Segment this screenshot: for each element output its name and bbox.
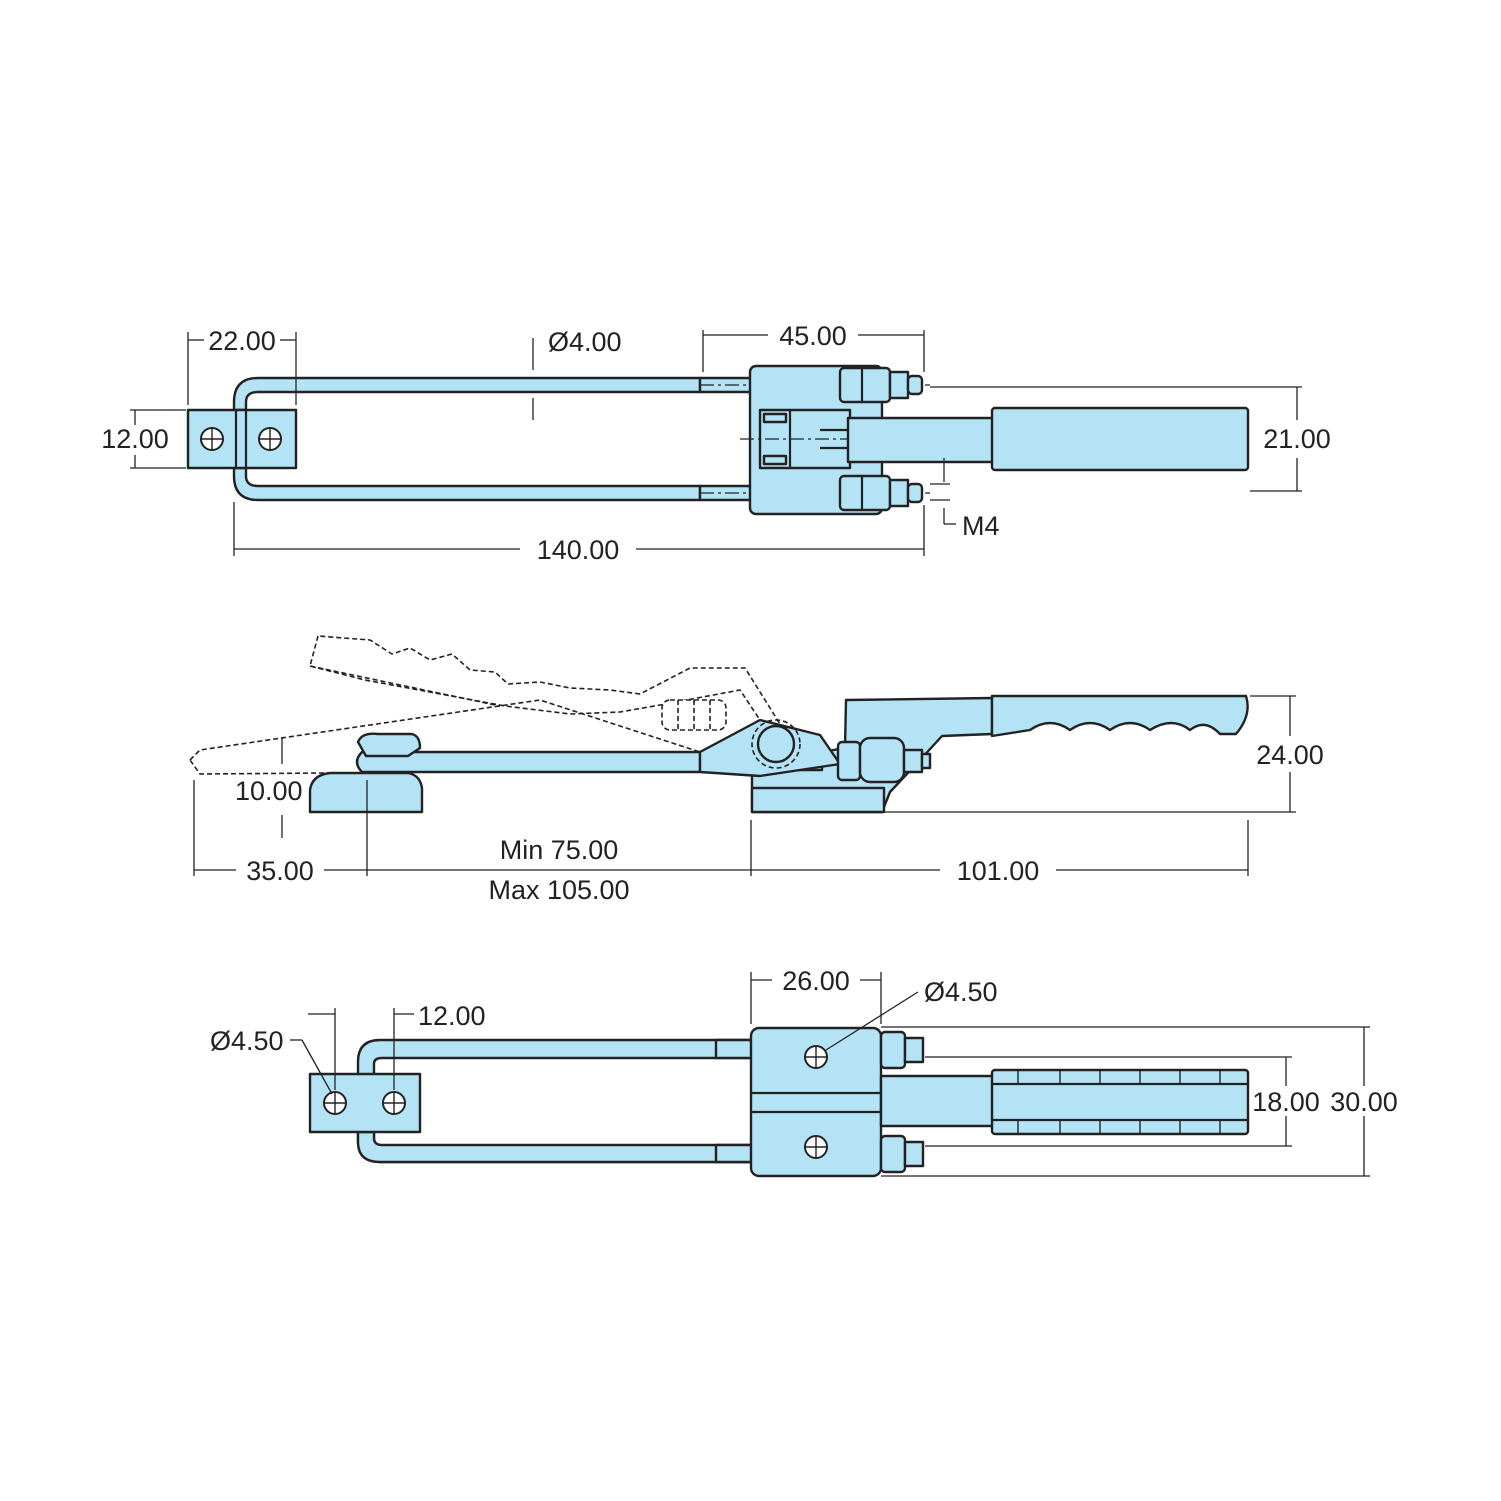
- side-nut: [836, 736, 932, 784]
- label-10: 10.00: [235, 776, 303, 806]
- screw-hole-icon: [804, 1045, 828, 1069]
- bottom-handle-arm: [879, 1074, 995, 1128]
- label-dia-4-50-left: Ø4.50: [210, 1026, 284, 1056]
- label-max-105: Max 105.00: [488, 875, 629, 905]
- label-rod-dia: Ø4.00: [548, 327, 622, 357]
- dim-24: 24.00: [884, 695, 1324, 813]
- screw-hole-icon: [804, 1135, 828, 1159]
- screw-hole-icon: [382, 1091, 406, 1115]
- label-45: 45.00: [779, 321, 847, 351]
- side-hook: [308, 771, 424, 814]
- top-view: 22.00 Ø4.00 45.00 12.00 21.00: [101, 321, 1331, 565]
- open-position-outline: [188, 635, 791, 775]
- screw-hole-icon: [200, 427, 224, 451]
- dim-45: 45.00: [702, 321, 925, 372]
- label-12-bottom: 12.00: [418, 1001, 486, 1031]
- screw-hole-icon: [258, 427, 282, 451]
- open-nut: [661, 699, 727, 731]
- dim-18: 18.00: [925, 1056, 1320, 1147]
- label-22: 22.00: [208, 326, 276, 356]
- u-rod-bottom: [232, 466, 702, 502]
- dim-10: 10.00: [235, 738, 303, 838]
- nut-bottom: [838, 474, 892, 512]
- dim-101: 101.00: [751, 820, 1249, 886]
- handle-arm: [846, 416, 995, 464]
- label-min-75: Min 75.00: [500, 835, 619, 865]
- dim-21: 21.00: [930, 386, 1331, 492]
- screw-hole-icon: [323, 1091, 347, 1115]
- label-140: 140.00: [537, 535, 620, 565]
- bottom-u-rod-top: [356, 1038, 754, 1077]
- dim-thread-m4: M4: [930, 458, 1000, 541]
- label-101: 101.00: [957, 856, 1040, 886]
- label-dia-4-50-right: Ø4.50: [924, 977, 998, 1007]
- label-18: 18.00: [1252, 1087, 1320, 1117]
- u-rod-top: [232, 376, 702, 412]
- handle-grip: [990, 406, 1250, 472]
- label-26: 26.00: [782, 966, 850, 996]
- side-handle-grip: [990, 694, 1249, 738]
- pivot-pin: [756, 724, 796, 764]
- label-24: 24.00: [1256, 740, 1324, 770]
- label-21: 21.00: [1263, 424, 1331, 454]
- dim-12-top: 12.00: [101, 409, 186, 469]
- label-30: 30.00: [1330, 1087, 1398, 1117]
- label-m4: M4: [962, 511, 1000, 541]
- dim-140: 140.00: [233, 502, 925, 565]
- dim-26: 26.00: [750, 966, 882, 1024]
- dim-min-max: Min 75.00 Max 105.00: [367, 820, 752, 905]
- dim-35: 35.00: [193, 780, 368, 886]
- side-rod: [355, 750, 702, 774]
- bottom-view: Ø4.50 12.00 26.00 Ø4.50 18.00: [210, 966, 1398, 1178]
- dim-22-top: 22.00: [187, 326, 297, 405]
- dim-30: 30.00: [881, 1026, 1398, 1177]
- nut-top: [838, 366, 892, 404]
- dim-hole-dia-left: Ø4.50: [210, 1026, 333, 1095]
- bottom-nut-bottom: [879, 1134, 925, 1174]
- dim-rod-diameter: Ø4.00: [532, 327, 622, 420]
- side-view: 10.00 35.00 Min 75.00 Max 105.00 101.00: [188, 635, 1324, 905]
- dim-12-bottom: 12.00: [308, 1001, 486, 1090]
- label-12-top: 12.00: [101, 424, 169, 454]
- dim-hole-dia-right: Ø4.50: [825, 977, 998, 1051]
- bottom-handle-grip: [990, 1068, 1250, 1136]
- bottom-nut-top: [879, 1030, 925, 1070]
- label-35: 35.00: [246, 856, 314, 886]
